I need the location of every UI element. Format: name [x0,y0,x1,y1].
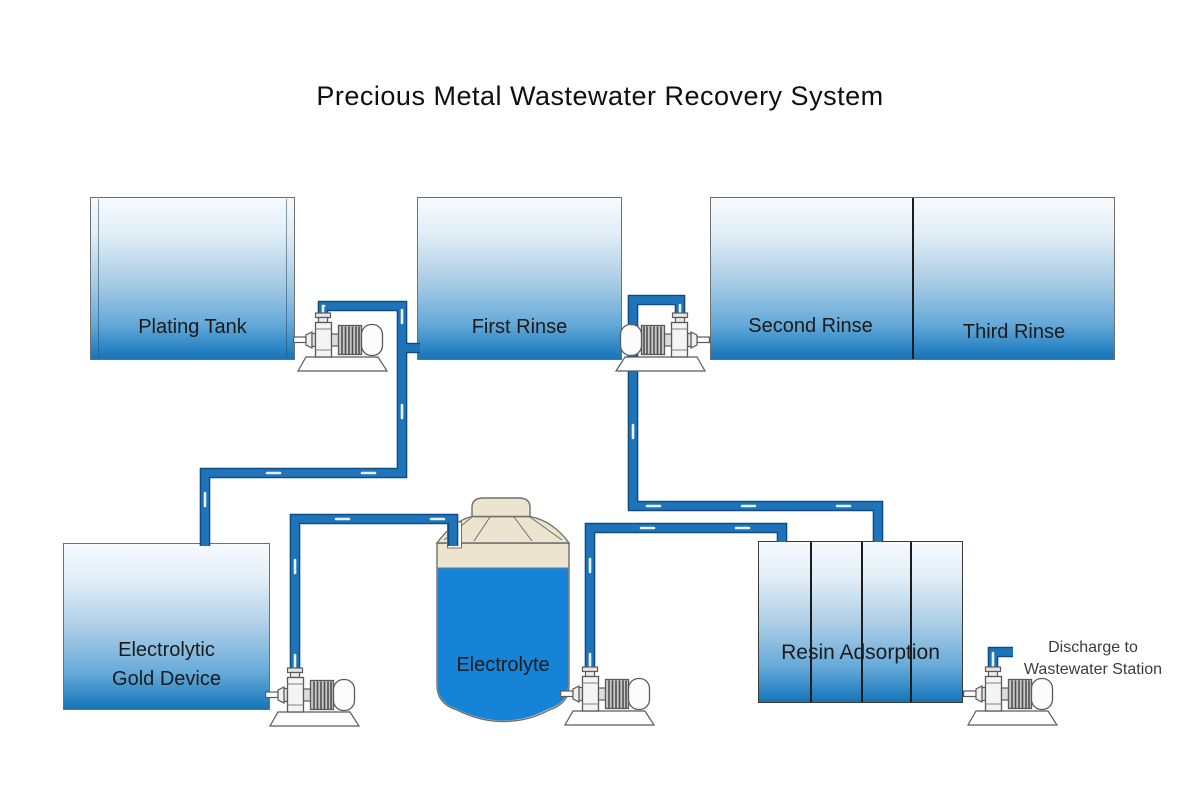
tank-wall-line [286,199,287,358]
resin-column-divider [861,542,863,702]
diagram-title: Precious Metal Wastewater Recovery Syste… [316,81,884,111]
electrolyte-vessel [435,497,571,723]
tank-resin-adsorption [758,541,963,703]
discharge-note-line1: Discharge to [1048,639,1138,656]
tank-second-third-rinse [710,197,1115,360]
pump-icon [264,667,360,727]
pipe-electrolyte-to-resin [586,524,786,669]
pump-icon [962,666,1058,726]
tank-first-rinse [417,197,622,360]
electrolyte-liquid [437,568,569,721]
pump-electrolyte-transfer [559,664,660,726]
pump-plating-transfer [292,310,393,372]
tank-electrolytic-gold [63,543,270,710]
pipe-gold-device-to-electrolyte [291,515,457,670]
resin-column-divider [810,542,812,702]
rinse-tank-divider [912,198,914,359]
pump-icon [559,666,655,726]
tank-wall-line [98,199,99,358]
pump-discharge [962,664,1063,726]
pump-icon [615,312,711,372]
vessel-cap [471,497,531,518]
pump-icon [292,312,388,372]
tank-plating [90,197,295,360]
pump-second-rinse-transfer [610,310,711,372]
pump-electrolytic-gold-transfer [264,665,365,727]
resin-column-divider [910,542,912,702]
vessel-inlet-notch [447,521,462,549]
